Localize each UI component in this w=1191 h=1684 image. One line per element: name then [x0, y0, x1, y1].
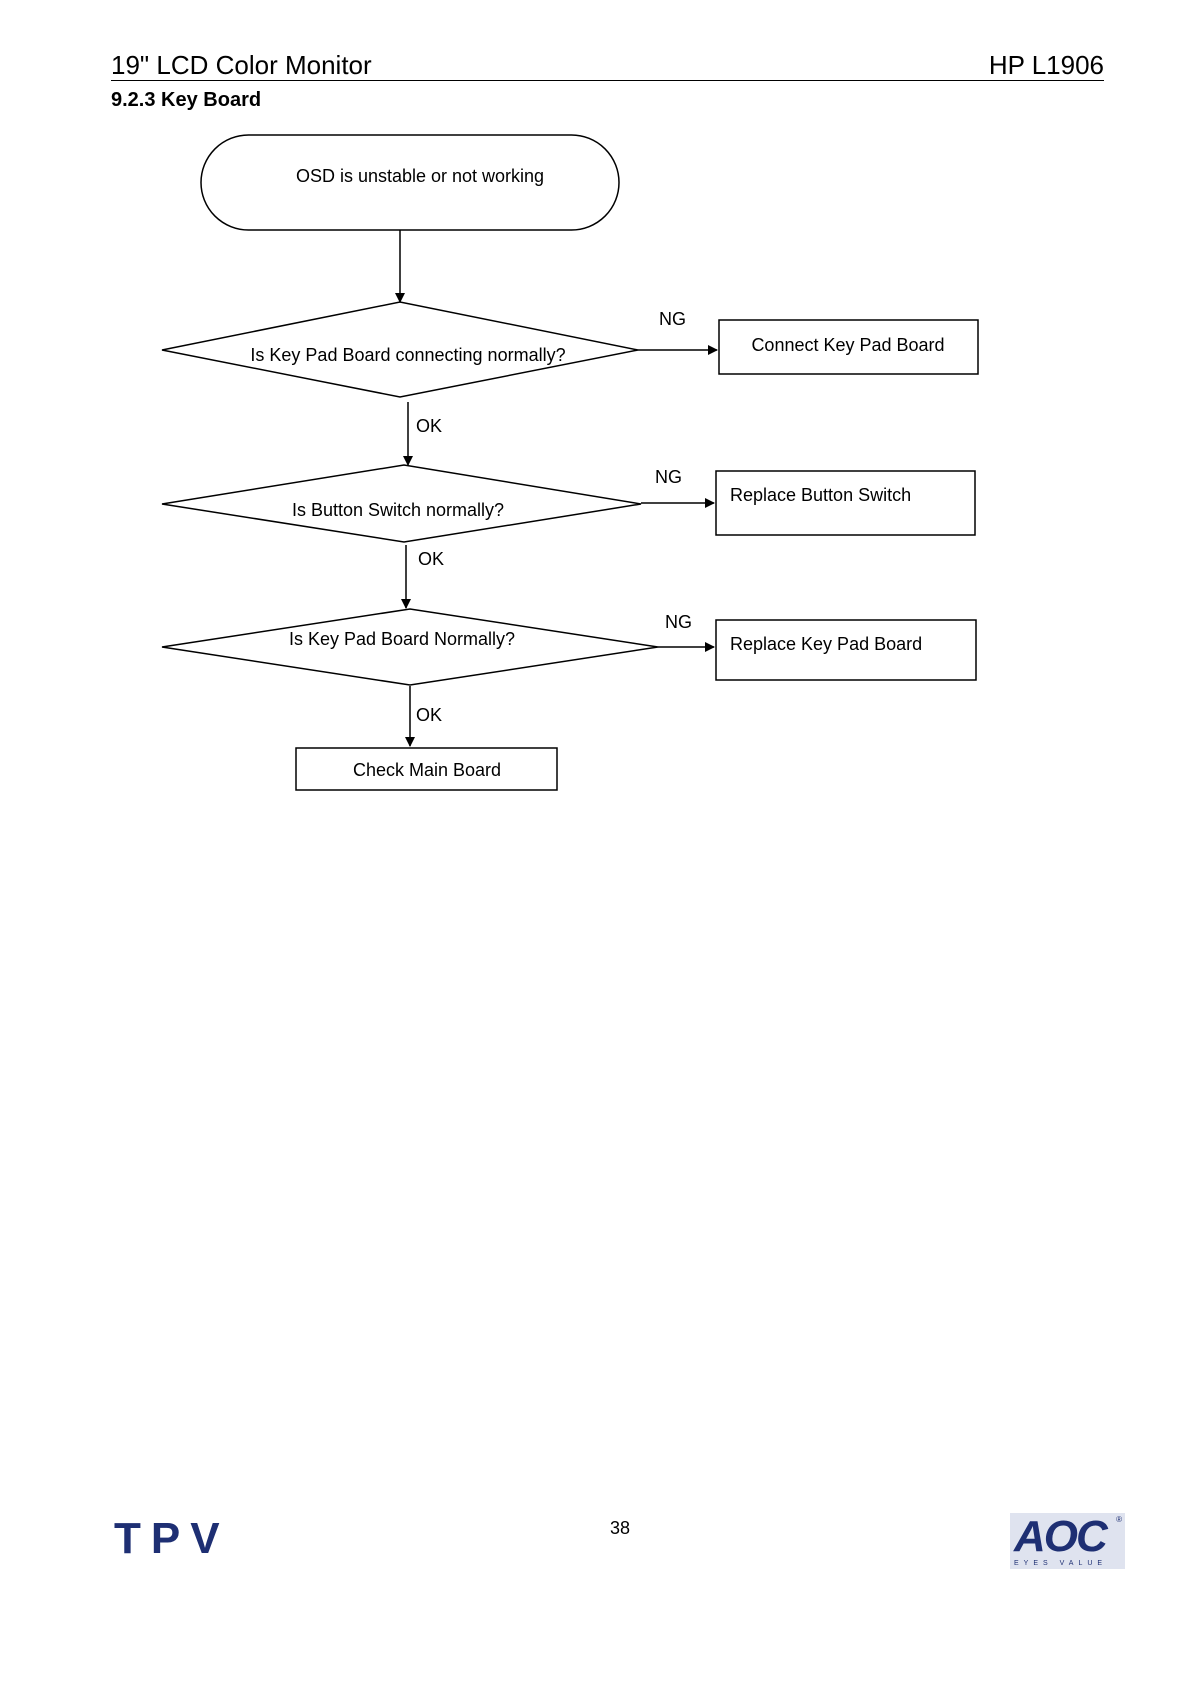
action-connect-key-pad-board-label: Connect Key Pad Board: [751, 335, 944, 355]
decision-1-label: Is Key Pad Board connecting normally?: [250, 345, 565, 365]
decision-3-ok-label: OK: [416, 705, 442, 725]
decision-2-label: Is Button Switch normally?: [292, 500, 504, 520]
final-check-main-board-label: Check Main Board: [353, 760, 501, 780]
flowchart: OSD is unstable or not working Is Key Pa…: [0, 0, 1191, 820]
start-terminator-label: OSD is unstable or not working: [296, 166, 544, 186]
registered-mark-icon: ®: [1116, 1515, 1122, 1524]
aoc-logo: AOC ® EYES VALUE: [1010, 1513, 1125, 1569]
decision-3-ng-label: NG: [665, 612, 692, 632]
svg-text:TPV: TPV: [114, 1515, 230, 1560]
tpv-logo: TPV: [114, 1515, 244, 1560]
page-number: 38: [600, 1518, 640, 1539]
decision-2-ng-label: NG: [655, 467, 682, 487]
decision-1-ok-label: OK: [416, 416, 442, 436]
decision-1-ng-label: NG: [659, 309, 686, 329]
action-replace-button-switch-label: Replace Button Switch: [730, 485, 911, 505]
aoc-logo-mark: AOC: [1014, 1513, 1106, 1561]
aoc-logo-tagline: EYES VALUE: [1014, 1560, 1121, 1567]
decision-3-label: Is Key Pad Board Normally?: [289, 629, 515, 649]
decision-2-ok-label: OK: [418, 549, 444, 569]
action-replace-key-pad-board-label: Replace Key Pad Board: [730, 634, 922, 654]
